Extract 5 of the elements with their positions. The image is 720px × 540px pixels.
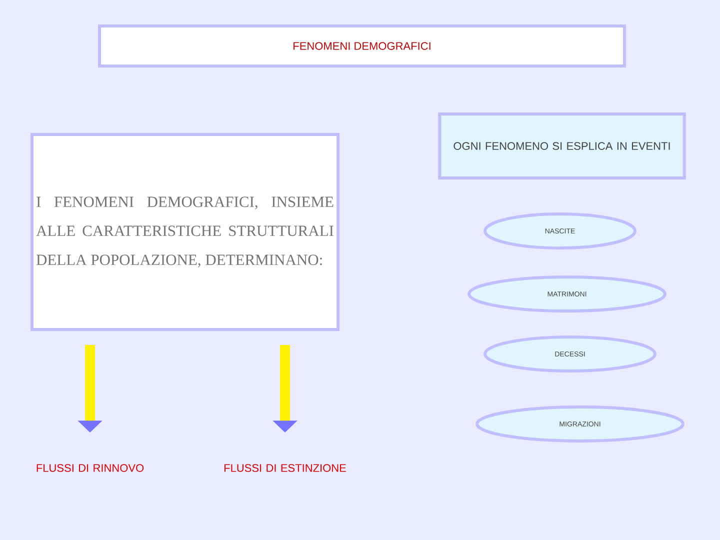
flow-label: FLUSSI DI RINNOVO	[36, 464, 144, 472]
text-box: I FENOMENI DEMOGRAFICI, INSIEME ALLE CARATTERISTICHE STRUTTURALI DELLA POPOLAZIONE, DETERMINANO:	[30, 133, 340, 331]
flow-label: FLUSSI DI ESTINZIONE	[224, 464, 346, 472]
event-box: OGNI FENOMENO SI ESPLICA IN EVENTI	[438, 112, 686, 180]
title-box: FENOMENI DEMOGRAFICI	[98, 24, 626, 68]
